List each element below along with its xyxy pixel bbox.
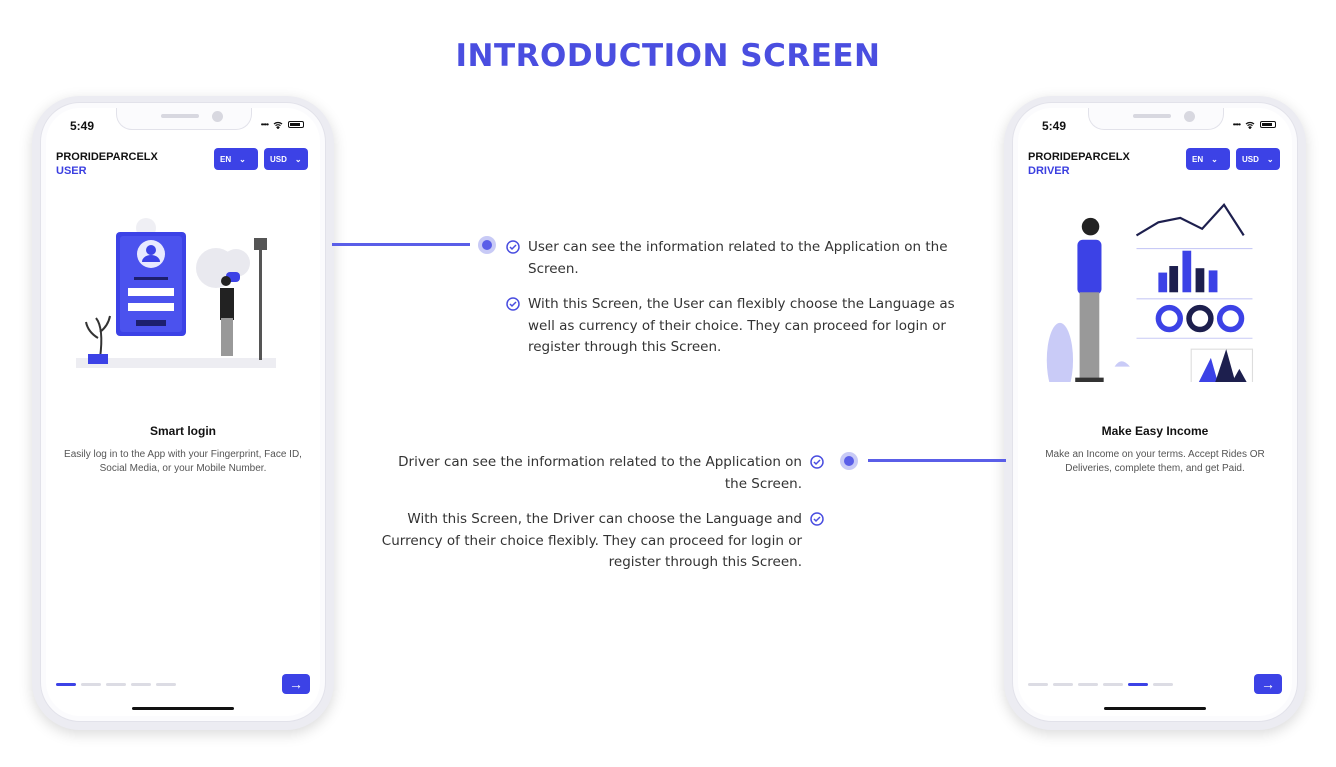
slide-description: Make an Income on your terms. Accept Rid… <box>1045 449 1265 474</box>
wifi-icon <box>1245 121 1255 129</box>
user-connector-line <box>332 243 470 246</box>
currency-value: USD <box>1242 154 1259 164</box>
page-dot-active[interactable] <box>56 683 76 686</box>
page-dot[interactable] <box>81 683 101 686</box>
app-brand: PRORIDEPARCELX USER <box>56 150 158 178</box>
brand-name: PRORIDEPARCELX <box>56 151 158 163</box>
language-value: EN <box>220 154 232 164</box>
page-dot[interactable] <box>156 683 176 686</box>
currency-value: USD <box>270 154 287 164</box>
currency-select[interactable]: USD ⌄ <box>264 148 308 170</box>
check-circle-icon <box>810 455 824 469</box>
chevron-down-icon: ⌄ <box>1266 154 1274 164</box>
arrow-right-icon: → <box>1261 676 1275 692</box>
status-icons: •••• <box>261 120 304 129</box>
page-dot[interactable] <box>106 683 126 686</box>
notch <box>116 108 252 130</box>
user-note-2: With this Screen, the User can flexibly … <box>506 294 956 359</box>
phone-driver: 5:49 •••• PRORIDEPARCELX DRIVER EN ⌄ USD… <box>1004 96 1306 730</box>
wifi-icon <box>273 121 283 129</box>
page-dot[interactable] <box>131 683 151 686</box>
driver-connector-line <box>868 459 1006 462</box>
login-illustration <box>76 218 276 368</box>
signal-icon: •••• <box>1232 120 1241 129</box>
slide-description: Easily log in to the App with your Finge… <box>64 449 302 474</box>
status-time: 5:49 <box>70 119 95 133</box>
page-title: INTRODUCTION SCREEN <box>455 38 881 74</box>
chevron-down-icon: ⌄ <box>1211 154 1218 164</box>
check-circle-icon <box>810 512 824 526</box>
slide-title: Make Easy Income <box>1101 424 1209 438</box>
phone-user: 5:49 •••• PRORIDEPARCELX USER EN ⌄ USD ⌄ <box>32 96 334 730</box>
status-time: 5:49 <box>1042 119 1067 133</box>
camera <box>212 111 223 122</box>
speaker <box>161 114 199 118</box>
speaker <box>1133 114 1171 118</box>
page-dot-active[interactable] <box>1128 683 1148 686</box>
user-note-text: User can see the information related to … <box>528 239 948 277</box>
income-illustration <box>1046 202 1254 382</box>
camera <box>1184 111 1195 122</box>
user-note-text: With this Screen, the User can flexibly … <box>528 296 955 355</box>
language-select[interactable]: EN ⌄ <box>1186 148 1230 170</box>
brand-name: PRORIDEPARCELX <box>1028 151 1130 163</box>
chevron-down-icon: ⌄ <box>294 154 302 164</box>
language-select[interactable]: EN ⌄ <box>214 148 258 170</box>
user-connector-node <box>478 236 496 254</box>
user-intro-screen: 5:49 •••• PRORIDEPARCELX USER EN ⌄ USD ⌄ <box>46 108 320 716</box>
driver-note-2: With this Screen, the Driver can choose … <box>372 509 824 574</box>
page-dot[interactable] <box>1028 683 1048 686</box>
driver-connector-node <box>840 452 858 470</box>
next-button[interactable]: → <box>282 674 310 694</box>
pagination-dots <box>56 683 176 686</box>
slide-title: Smart login <box>149 424 216 438</box>
page-dot[interactable] <box>1153 683 1173 686</box>
driver-note-text: Driver can see the information related t… <box>398 454 802 492</box>
home-indicator <box>132 707 234 710</box>
status-icons: •••• <box>1233 120 1276 129</box>
page-dot[interactable] <box>1078 683 1098 686</box>
user-note-1: User can see the information related to … <box>506 237 956 280</box>
driver-note-text: With this Screen, the Driver can choose … <box>381 511 802 570</box>
pagination-dots <box>1028 683 1173 686</box>
battery-icon <box>288 121 304 128</box>
check-circle-icon <box>506 297 520 311</box>
driver-intro-screen: 5:49 •••• PRORIDEPARCELX DRIVER EN ⌄ USD… <box>1018 108 1292 716</box>
app-brand: PRORIDEPARCELX DRIVER <box>1028 150 1130 178</box>
next-button[interactable]: → <box>1254 674 1282 694</box>
home-indicator <box>1104 707 1206 710</box>
language-value: EN <box>1192 154 1204 164</box>
chevron-down-icon: ⌄ <box>239 154 246 164</box>
arrow-right-icon: → <box>289 676 303 692</box>
driver-note-1: Driver can see the information related t… <box>372 452 824 495</box>
signal-icon: •••• <box>260 120 269 129</box>
battery-icon <box>1260 121 1276 128</box>
page-dot[interactable] <box>1053 683 1073 686</box>
notch <box>1088 108 1224 130</box>
brand-role: USER <box>56 165 87 177</box>
page-dot[interactable] <box>1103 683 1123 686</box>
brand-role: DRIVER <box>1028 165 1070 177</box>
currency-select[interactable]: USD ⌄ <box>1236 148 1280 170</box>
check-circle-icon <box>506 240 520 254</box>
